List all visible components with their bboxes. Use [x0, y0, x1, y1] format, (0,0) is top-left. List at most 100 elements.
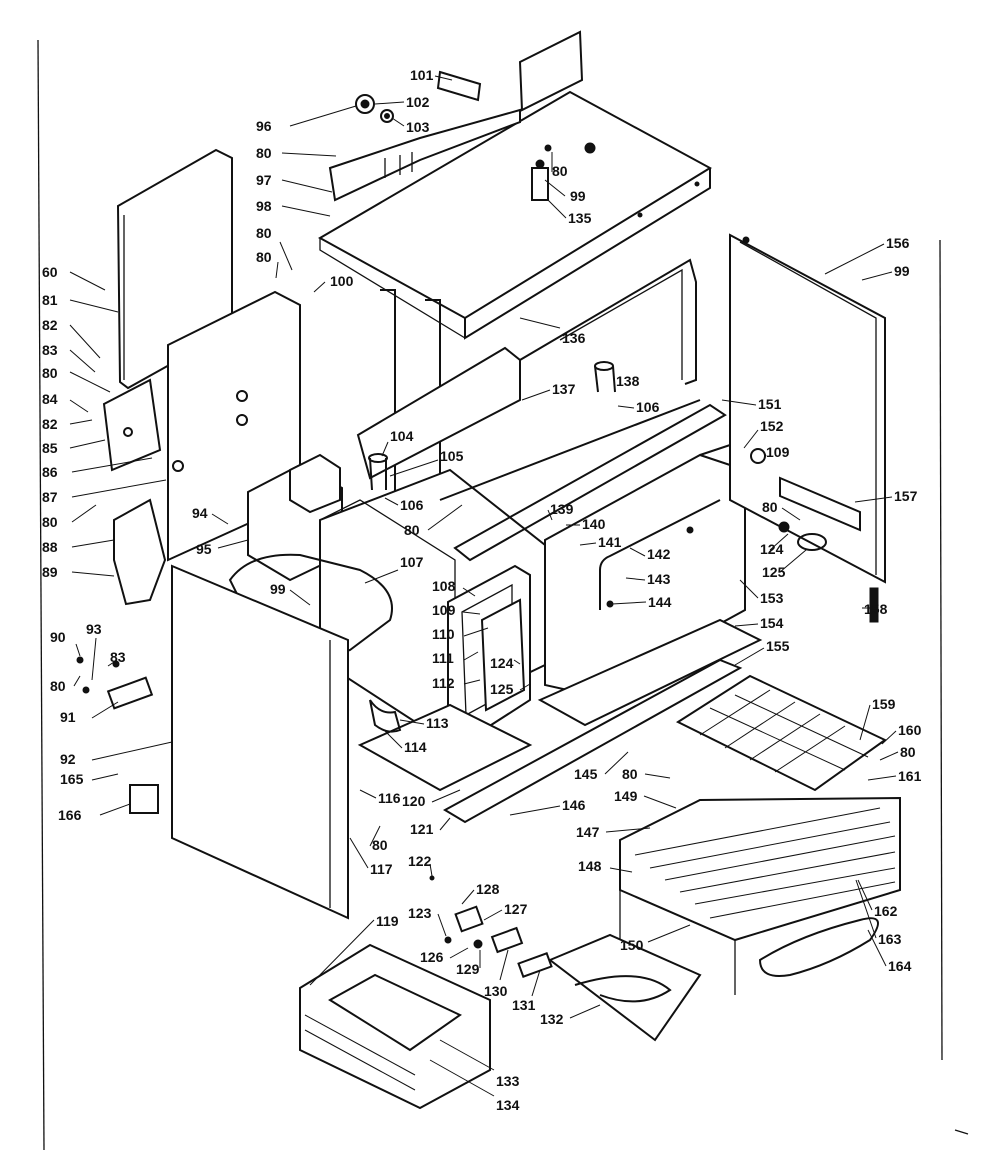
switch-box [129, 784, 159, 814]
part-label: 163 [878, 931, 902, 947]
part-label: 80 [256, 225, 272, 241]
broiler-drawer-pan [328, 973, 462, 1052]
leveling-leg [869, 587, 879, 623]
bolt [778, 521, 790, 533]
rack-wire [649, 821, 891, 869]
bulkhead-hole [236, 390, 248, 402]
part-label: 155 [766, 638, 790, 654]
leader [91, 773, 119, 781]
front-trim-rail [442, 658, 743, 824]
leader [289, 105, 357, 127]
leader [69, 349, 96, 373]
leader [579, 542, 597, 546]
leader [867, 929, 887, 967]
leader [743, 429, 759, 449]
bake-element-plate [548, 933, 702, 1042]
part-label: 162 [874, 903, 898, 919]
part-label: 80 [372, 837, 388, 853]
part-label: 80 [42, 365, 58, 381]
leader [769, 533, 789, 551]
leader [439, 1039, 495, 1071]
leader [499, 949, 509, 981]
regulator [490, 926, 524, 954]
leader [71, 479, 167, 498]
part-label: 80 [42, 514, 58, 530]
leader [211, 513, 229, 525]
screw [742, 236, 750, 244]
part-label: 125 [762, 564, 786, 580]
leader [217, 539, 249, 549]
leader [281, 152, 337, 157]
leader [71, 457, 153, 473]
flue-side [519, 258, 697, 400]
leader [429, 1059, 495, 1097]
part-label: 146 [562, 797, 586, 813]
flue-inner [559, 268, 683, 380]
part-label: 125 [490, 681, 514, 697]
insulation-block-upper [289, 453, 341, 514]
top-cover-vent [584, 142, 596, 154]
part-label: 123 [408, 905, 432, 921]
leader [449, 947, 469, 959]
valve-body [454, 905, 484, 933]
part-label: 140 [582, 516, 606, 532]
part-label: 158 [864, 601, 888, 617]
washer-hole [384, 113, 390, 119]
leader [427, 504, 463, 531]
part-label: 111 [432, 650, 454, 666]
leader [857, 879, 873, 911]
control-bracket [328, 108, 521, 202]
leader [439, 817, 451, 831]
grid-line [734, 694, 869, 758]
part-label: 83 [110, 649, 126, 665]
drawer-rail [304, 1014, 416, 1076]
leader [71, 571, 115, 577]
hinge-bracket [779, 476, 861, 532]
leader [309, 919, 375, 986]
leader [779, 549, 807, 573]
screw [686, 526, 694, 534]
part-label: 86 [42, 464, 58, 480]
part-label: 80 [256, 145, 272, 161]
part-label: 141 [598, 534, 622, 550]
right-border-line [939, 239, 943, 1061]
leader [644, 773, 671, 779]
leader [399, 719, 425, 725]
part-label: 80 [552, 163, 568, 179]
part-label: 124 [490, 655, 514, 671]
leader [629, 547, 646, 557]
leader [73, 675, 81, 687]
leader [854, 496, 893, 503]
part-label: 94 [192, 505, 208, 521]
part-label: 80 [50, 678, 66, 694]
screw [544, 144, 552, 152]
fitting [473, 939, 483, 949]
rack-wire [679, 851, 896, 893]
part-label: 137 [552, 381, 576, 397]
part-label: 132 [540, 1011, 564, 1027]
part-label: 159 [872, 696, 896, 712]
leader [107, 661, 115, 667]
part-label: 106 [400, 497, 424, 513]
part-label: 82 [42, 317, 58, 333]
element-rail [439, 399, 701, 501]
part-label: 60 [42, 264, 58, 280]
leader [71, 504, 97, 523]
leader [483, 909, 503, 921]
side-bracket [102, 378, 162, 472]
leader [531, 969, 541, 997]
screw [76, 656, 84, 664]
print-mark [954, 1129, 969, 1135]
cavity-tube [599, 499, 721, 610]
rear-frame-post [425, 299, 441, 540]
part-label: 154 [760, 615, 784, 631]
leader [374, 101, 405, 105]
flame-spreader [369, 699, 402, 733]
part-label: 83 [42, 342, 58, 358]
rack-wire [709, 881, 896, 919]
part-label: 98 [256, 198, 272, 214]
part-label: 130 [484, 983, 508, 999]
part-label: 80 [762, 499, 778, 515]
leader [521, 389, 551, 401]
part-label: 124 [760, 541, 784, 557]
